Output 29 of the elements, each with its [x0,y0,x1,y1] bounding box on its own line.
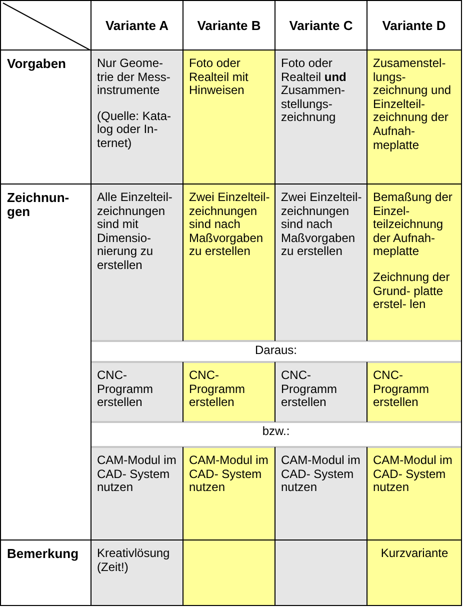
cell-text: Bemaßung der Einzel- teilzeichnung der Aufnah- meplatte [373,191,454,259]
cell-text: CAM-Modul im CAD- System nutzen [97,454,178,495]
row-heading: Zeichnun- gen [7,191,70,218]
cell-text: CNC- Programm erstellen [97,369,154,410]
cell-text: Foto oder Realteil mit Hinweisen [189,57,250,98]
row-heading: Bemerkung [7,547,80,561]
column-heading: Variante B [197,18,261,32]
cell-text: Zeichnung der Grund- platte erstel- len [373,270,451,312]
cell-text: Zwei Einzelteil- zeichnungen sind nach Maßvorgaben zu erstellen [189,191,270,259]
cell-text: CNC- Programm erstellen [189,369,246,410]
cell-text: CAM-Modul im CAD- System nutzen [373,454,454,495]
cell-text: bzw.: [261,425,291,439]
row-heading: Vorgaben [7,57,67,71]
cell-text: Zwei Einzelteil- zeichnungen sind nach Maßvorgaben zu erstellen [281,191,362,259]
column-heading: Variante C [289,18,353,32]
cell-text: Zusamenstel- lungs- zeichnung und Einzelteil- zeichnung der Aufnah- meplatte [373,57,452,152]
cell-text: Foto oder Realteil und Zusammen- stellungs- zeichnung [281,57,348,125]
cell-text: Nur Geome- trie der Mess- instrumente [97,57,172,98]
cell-text: CAM-Modul im CAD- System nutzen [189,454,270,495]
cell-text: Kreativlösung (Zeit!) [97,547,171,574]
cell-text: Kurzvariante [380,547,450,561]
cell-text: CNC- Programm erstellen [373,369,430,410]
column-heading: Variante D [382,18,446,32]
cell-text: Daraus: [254,344,298,358]
cell-text: Alle Einzelteil- zeichnungen sind mit Dimensio- nierung zu erstellen [97,191,174,273]
cell-text: (Quelle: Kata- log oder In- ternet) [97,110,172,151]
cell-text: CNC- Programm erstellen [281,369,338,410]
cell-text: CAM-Modul im CAD- System nutzen [281,454,362,495]
column-heading: Variante A [105,18,169,32]
